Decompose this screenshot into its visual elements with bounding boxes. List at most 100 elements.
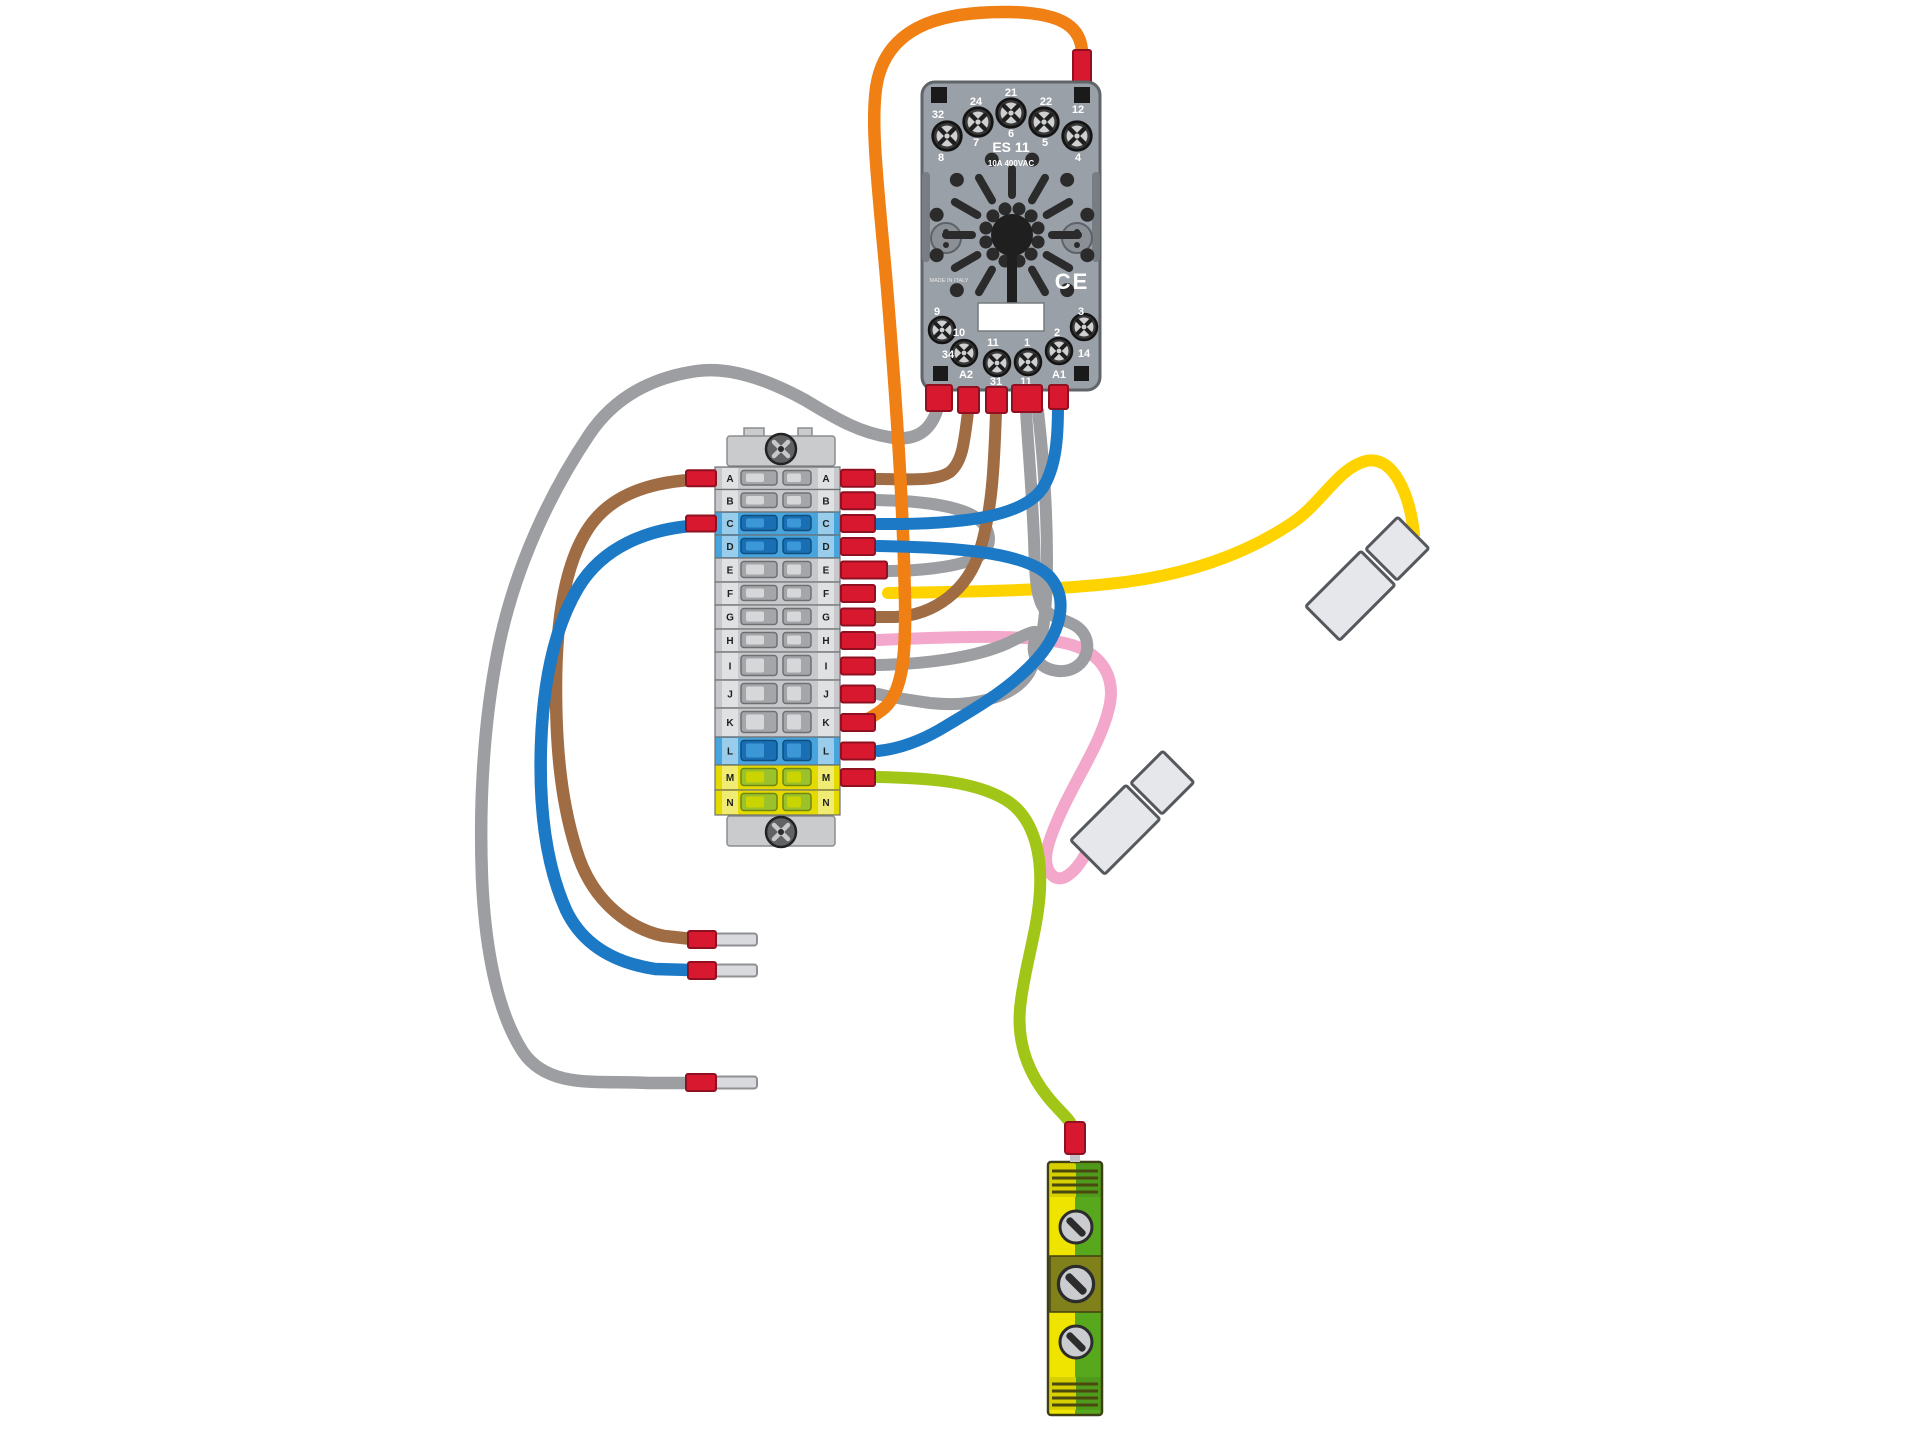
- connector-body: [1305, 550, 1396, 641]
- marker-strip: [818, 653, 834, 679]
- rib-lines: [1052, 1382, 1098, 1407]
- terminal-screw-icon: [927, 315, 957, 345]
- marker-strip: [722, 490, 738, 511]
- marker-strip: [722, 630, 738, 651]
- ferrule-row-j: [840, 684, 876, 704]
- ferrule-row-m: [840, 768, 876, 787]
- ferrules: [685, 49, 1092, 1162]
- pin-slot: [1028, 265, 1049, 297]
- clamp-inner: [787, 473, 801, 482]
- clamp-inner: [746, 611, 764, 622]
- earth-screw-icon: [1056, 1264, 1096, 1304]
- pin-hole: [949, 283, 964, 298]
- pin-slot: [1042, 250, 1074, 272]
- pin-label: 10: [953, 327, 965, 339]
- row-letter-right: M: [822, 773, 830, 784]
- center-boss: [991, 214, 1033, 256]
- clamp-inner: [746, 473, 764, 482]
- row-letter-right: H: [822, 636, 829, 647]
- clamp-inner: [787, 541, 801, 551]
- socket-mount-slot: [933, 366, 948, 381]
- pin-label: 2: [1054, 327, 1060, 339]
- ferrule-row-h: [840, 631, 876, 650]
- socket-origin-label: MADE IN ITALY: [930, 278, 969, 284]
- terminal-screw-icon: [1013, 347, 1043, 377]
- marker-strip: [818, 468, 834, 489]
- clamp-inner: [746, 714, 764, 730]
- row-letter-right: K: [822, 718, 830, 729]
- pin-slot: [1048, 231, 1082, 239]
- clamp-inner: [787, 611, 801, 622]
- clamp-inner: [746, 496, 764, 505]
- ferrule-row-l: [840, 741, 876, 761]
- marker-strip: [818, 791, 834, 814]
- marker-strip: [818, 490, 834, 511]
- marker-strip: [722, 791, 738, 814]
- clamp-inner: [746, 796, 764, 808]
- pin-hole: [1024, 247, 1038, 261]
- brown-wire-end-ferrule: [687, 930, 717, 949]
- row-letter-left: G: [726, 613, 734, 624]
- blue-left-wire: [534, 519, 697, 977]
- clamp-inner: [787, 635, 801, 645]
- ferrule-row-d: [840, 537, 876, 556]
- row-letter-left: K: [726, 718, 734, 729]
- marker-strip: [722, 709, 738, 736]
- blue-jumper-d-l: [872, 540, 1067, 757]
- pin-slot: [975, 173, 997, 205]
- wire-end-metal-tip: [714, 932, 758, 947]
- row-letter-left: F: [727, 589, 733, 600]
- pin-hole: [984, 152, 999, 167]
- marker-strip: [818, 606, 834, 628]
- clamp-inner: [746, 635, 764, 645]
- socket-mount-slot: [1074, 87, 1090, 103]
- clamp-inner: [746, 771, 764, 783]
- socket-model-label: ES 11: [992, 139, 1030, 155]
- row-letter-left: B: [726, 496, 733, 507]
- ce-mark: CE: [1055, 269, 1090, 294]
- wire-end-metal-tip: [714, 1075, 758, 1090]
- row-letter-left: N: [726, 798, 733, 809]
- wire-end-metal-tip: [714, 963, 758, 978]
- marker-strip: [722, 513, 738, 534]
- gray-main-wire: [474, 363, 944, 1090]
- ferrule-row-b: [840, 491, 876, 511]
- pin-slot: [975, 265, 997, 297]
- pin-label: 34: [942, 349, 955, 361]
- pin-label: 4: [1075, 152, 1082, 164]
- clamp-inner: [746, 541, 764, 551]
- marker-strip: [818, 738, 834, 764]
- row-letter-right: N: [822, 798, 829, 809]
- row-letter-left: L: [727, 747, 733, 758]
- pin-slot: [1008, 165, 1016, 199]
- terminal-screw-icon: [949, 338, 979, 368]
- marker-strip: [722, 653, 738, 679]
- marker-strip: [818, 536, 834, 557]
- marker-strip: [722, 468, 738, 489]
- row-letter-right: L: [823, 747, 829, 758]
- pin-label: 22: [1040, 96, 1052, 108]
- pin-hole: [986, 209, 1000, 223]
- clamp-inner: [787, 564, 801, 575]
- socket-ferrule: [985, 386, 1008, 414]
- brown-wire-a: [870, 406, 974, 486]
- pin-hole: [949, 172, 964, 187]
- pin-label: 5: [1042, 137, 1048, 149]
- marker-strip: [818, 513, 834, 534]
- marker-strip: [722, 606, 738, 628]
- pin-label: 21: [1005, 87, 1017, 99]
- blue-wire-c: [872, 400, 1064, 530]
- pin-hole: [929, 207, 944, 222]
- green-yellow-wire: [872, 771, 1079, 1133]
- relay-socket: 32 24 21 22 12 8 7 6 5 4 ES 11 10A 400VA…: [920, 80, 1102, 392]
- row-letter-right: E: [823, 566, 830, 577]
- yellow-wire: [882, 454, 1420, 599]
- gray-wire-i: [872, 405, 1094, 678]
- row-letter-left: D: [726, 542, 733, 553]
- earth-screw-icon: [1058, 1324, 1094, 1360]
